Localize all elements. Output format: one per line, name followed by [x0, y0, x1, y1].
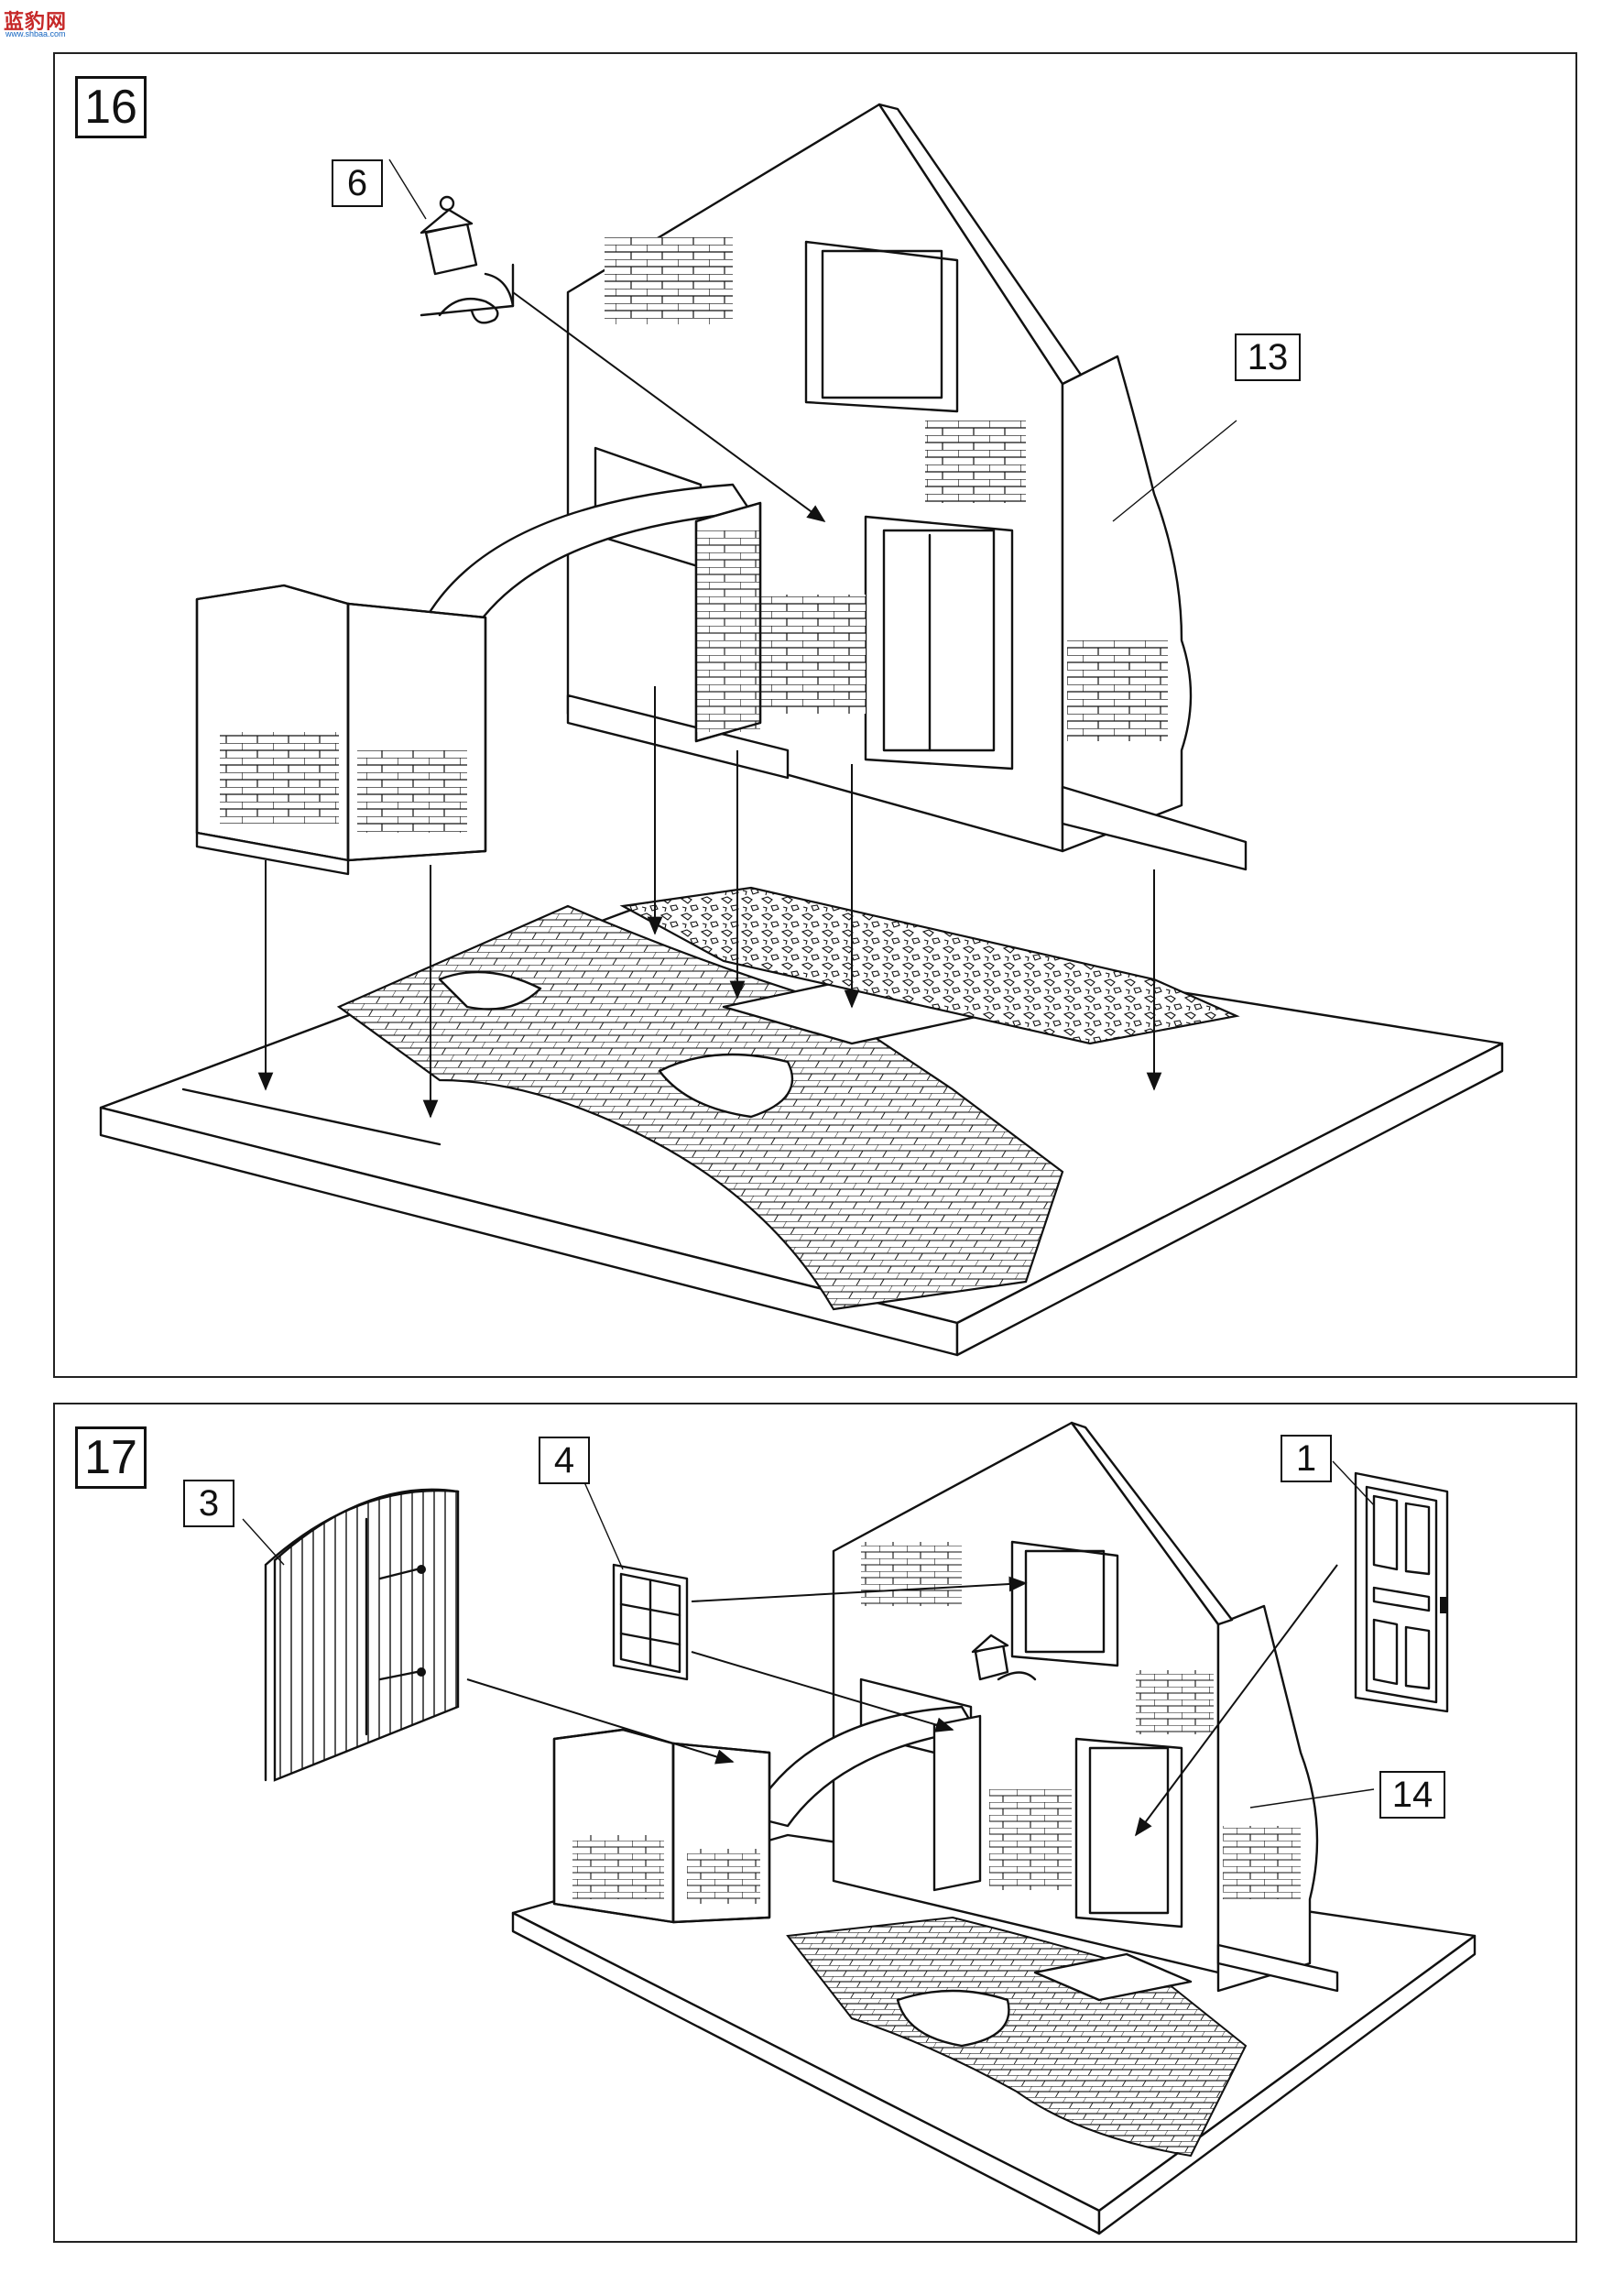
- step-16-panel: 16 6 13: [53, 52, 1577, 1378]
- leader-line-6: [388, 158, 427, 220]
- callout-part-3: 3: [183, 1480, 234, 1527]
- step-17-illustration: [242, 1421, 1477, 2235]
- house-14: [749, 1421, 1339, 1993]
- installed-lamp-17: [971, 1634, 1037, 1681]
- leader-line-14: [1249, 1788, 1375, 1809]
- step-number-17: 17: [75, 1426, 147, 1489]
- leader-line-3: [242, 1518, 285, 1566]
- base-board-16: [99, 886, 1504, 1357]
- callout-part-6: 6: [332, 159, 383, 207]
- arched-gate-3: [264, 1488, 460, 1782]
- assembly-arrows-17: [466, 1564, 1338, 1837]
- leader-line-4: [581, 1475, 624, 1570]
- house-13: [420, 103, 1248, 871]
- wall-lamp-6: [420, 195, 515, 324]
- site-logo: 蓝豹网 www.shbaa.com: [4, 4, 70, 40]
- step-17-panel: 17 3 4 1 14: [53, 1403, 1577, 2243]
- step-number-16: 16: [75, 76, 147, 138]
- left-wall-16: [195, 584, 487, 876]
- callout-part-14: 14: [1379, 1771, 1445, 1819]
- callout-part-13: 13: [1235, 333, 1301, 381]
- window-frame-4: [612, 1563, 689, 1681]
- left-wall-17: [552, 1728, 771, 1924]
- callout-part-1: 1: [1281, 1435, 1332, 1482]
- callout-part-4: 4: [539, 1437, 590, 1484]
- door-panel-1: [1354, 1471, 1449, 1713]
- leader-line-13: [1112, 420, 1237, 522]
- assembly-arrows-16: [257, 291, 1162, 1119]
- site-logo-url: www.shbaa.com: [5, 29, 66, 38]
- site-logo-text: 蓝豹网: [4, 10, 68, 33]
- leader-line-1: [1332, 1460, 1375, 1506]
- step-16-illustration: [99, 103, 1504, 1357]
